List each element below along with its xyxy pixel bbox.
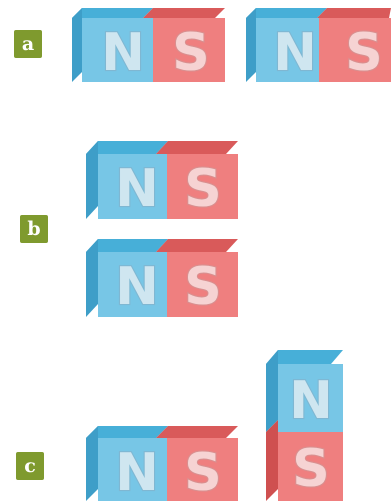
south-pole-label: S — [184, 159, 221, 219]
south-pole-label: S — [172, 23, 209, 83]
north-pole-label: N — [289, 371, 333, 431]
magnet-b-2: N S — [86, 239, 238, 317]
north-pole-label: N — [115, 257, 159, 317]
south-pole-label: S — [345, 23, 382, 83]
magnet-a-1: N S — [72, 8, 225, 83]
magnet-c-horizontal: N S — [86, 426, 238, 501]
magnet-c-vertical: N S — [266, 350, 343, 501]
north-pole-label: N — [273, 23, 317, 83]
north-pole-label: N — [101, 23, 145, 83]
south-pole-label: S — [184, 257, 221, 317]
south-pole-label: S — [292, 439, 329, 499]
south-pole-label: S — [184, 443, 221, 501]
magnet-b-1: N S — [86, 141, 238, 219]
magnet-a-2: N S — [246, 8, 391, 83]
north-pole-label: N — [115, 443, 159, 501]
north-pole-label: N — [115, 159, 159, 219]
